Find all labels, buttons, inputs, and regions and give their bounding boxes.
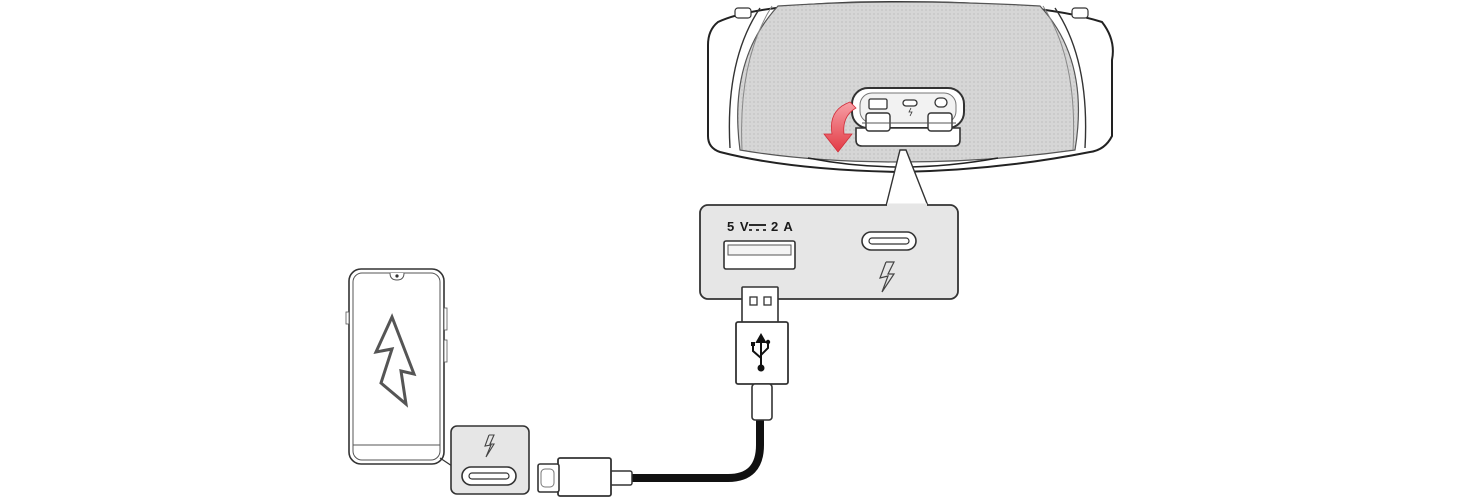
- usb-cable: [537, 286, 789, 497]
- phone-port-callout: [439, 425, 530, 495]
- port-panel: 5 V 2 A: [699, 203, 959, 300]
- curved-arrow-icon: [823, 101, 857, 153]
- usb-a-voltage-label: 5 V: [727, 219, 750, 234]
- usb-a-current-label: 2 A: [771, 219, 794, 234]
- usb-trident-icon: [751, 332, 771, 372]
- usb-c-port: [461, 466, 517, 486]
- usb-a-port: [723, 240, 796, 270]
- lightning-bolt-icon: [484, 434, 495, 458]
- usb-c-port: [861, 231, 917, 251]
- lightning-bolt-icon: [373, 313, 417, 408]
- lightning-bolt-icon: [879, 261, 896, 293]
- speaker-icon: [707, 0, 1114, 174]
- smartphone-icon: [345, 268, 448, 465]
- dc-symbol: [749, 224, 766, 231]
- callout-pointer: [885, 149, 929, 207]
